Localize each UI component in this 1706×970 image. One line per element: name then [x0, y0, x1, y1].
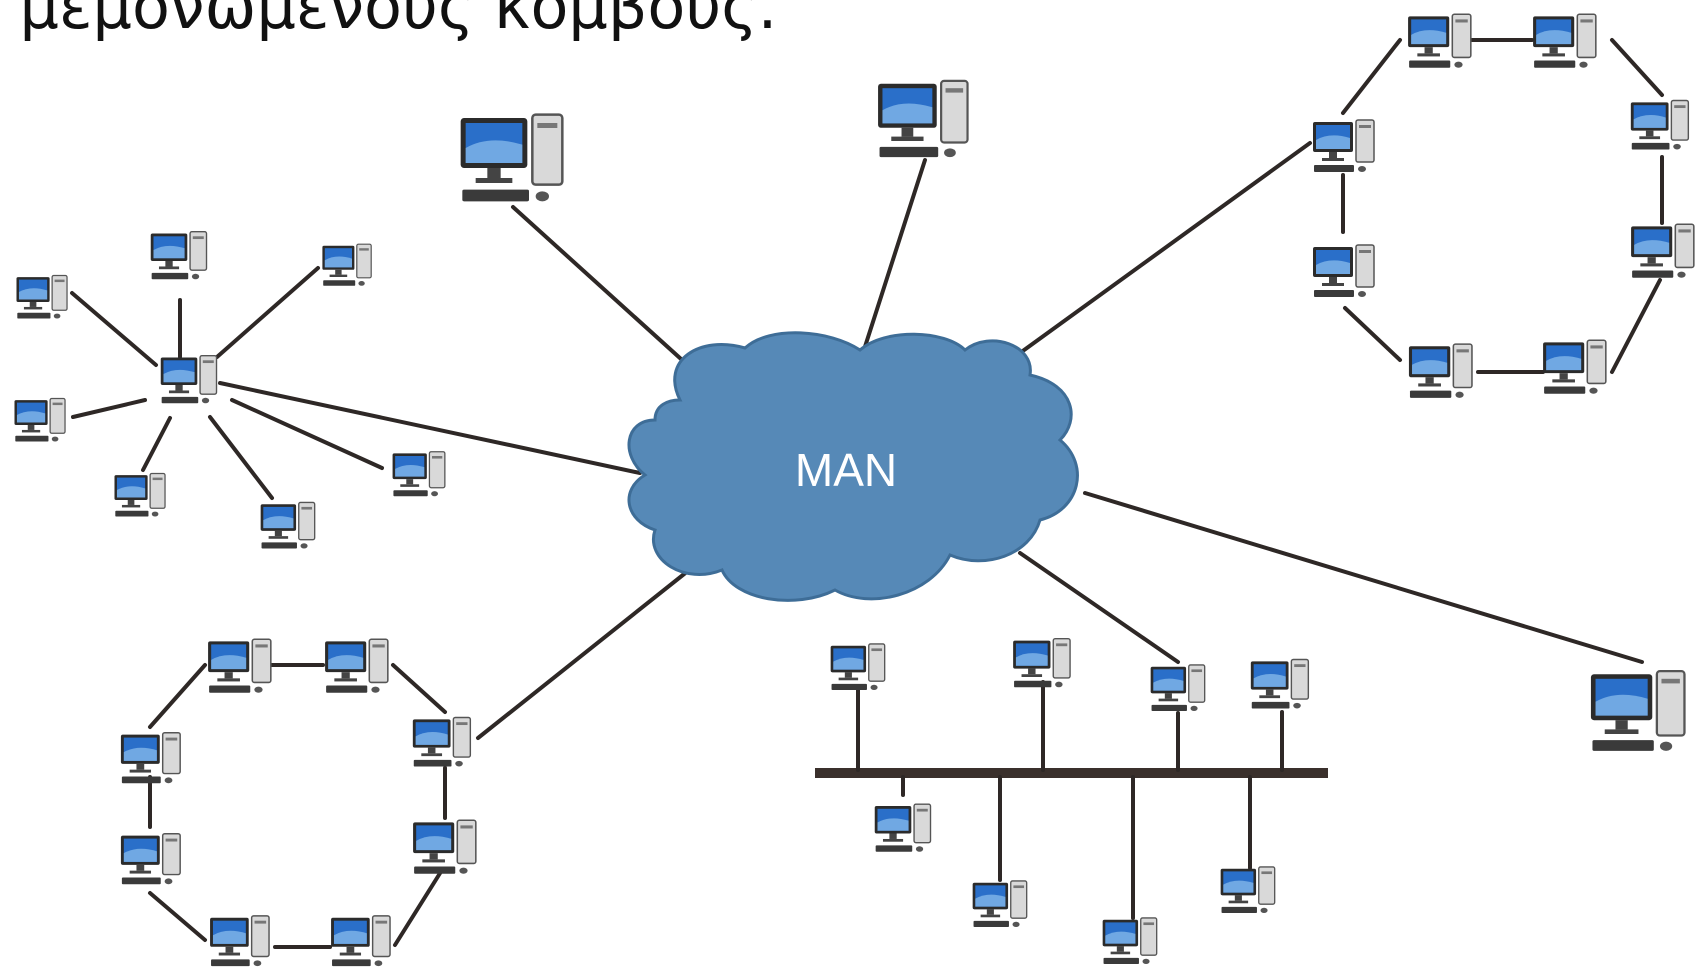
computer-icon — [330, 915, 391, 967]
computer-icon — [1532, 13, 1597, 69]
isolated-computer-icon — [459, 113, 564, 203]
computer-icon — [1407, 13, 1472, 69]
isolated-computer-icon — [876, 79, 969, 159]
star-link — [141, 416, 172, 472]
ring-lan-top-right — [1312, 13, 1695, 399]
computer-icon — [971, 880, 1028, 928]
computer-icon — [1542, 339, 1607, 395]
computer-icon — [1219, 866, 1276, 914]
star-link — [71, 398, 147, 419]
man-uplinks — [218, 141, 1644, 740]
uplink-isolated-pc-top-center — [860, 158, 927, 358]
computer-icon — [1149, 664, 1206, 712]
star-link — [208, 415, 274, 500]
uplink-isolated-pc-top-left — [511, 205, 704, 380]
ring-link — [391, 663, 447, 714]
computer-icon — [1312, 119, 1375, 173]
ring-link — [1341, 38, 1402, 115]
computer-icon — [412, 716, 472, 768]
computer-icon — [207, 638, 272, 694]
bus-lan — [815, 638, 1328, 965]
computer-icon — [1630, 99, 1690, 151]
ring-link — [393, 868, 444, 947]
uplink-isolated-pc-right — [1083, 491, 1644, 664]
computer-icon — [321, 243, 372, 287]
uplink-ring-lan-bottom-left — [476, 561, 700, 740]
computer-icon — [1012, 638, 1071, 688]
computer-icon — [1250, 658, 1310, 710]
computer-icon — [120, 832, 181, 886]
ring-link — [1610, 38, 1664, 97]
computer-icon — [13, 397, 66, 443]
star-link — [230, 398, 384, 470]
computer-icon — [1408, 343, 1473, 399]
uplink-star-lan — [218, 381, 642, 475]
ring-link — [148, 891, 207, 942]
ring-link — [1343, 306, 1402, 362]
computer-icon — [1312, 244, 1375, 298]
computer-icon — [209, 915, 270, 967]
computer-icon — [412, 819, 477, 875]
computer-icon — [1630, 223, 1695, 279]
man-cloud: MAN — [627, 331, 1079, 602]
star-hub-computer-icon — [160, 355, 218, 404]
computer-icon — [391, 451, 446, 497]
isolated-computer-icon — [1589, 669, 1686, 753]
computer-icon — [150, 231, 208, 280]
star-link — [215, 266, 320, 359]
computer-icon — [259, 501, 316, 550]
computer-icon — [113, 472, 166, 518]
ring-link — [1610, 278, 1662, 374]
ring-link — [148, 663, 207, 729]
computer-icon — [1101, 917, 1158, 965]
star-lan — [13, 231, 446, 550]
uplink-bus-lan — [1018, 551, 1180, 664]
computer-icon — [15, 274, 68, 320]
ring-lan-bottom-left — [120, 638, 477, 967]
computer-icon — [324, 638, 389, 694]
man-label: MAN — [795, 444, 897, 496]
computer-icon — [829, 643, 886, 691]
star-link — [70, 291, 158, 367]
slide-heading-fragment: αι μεμονωμένους κόμβους. — [0, 0, 778, 43]
computer-icon — [874, 803, 932, 853]
uplink-ring-lan-top-right — [1018, 141, 1312, 355]
